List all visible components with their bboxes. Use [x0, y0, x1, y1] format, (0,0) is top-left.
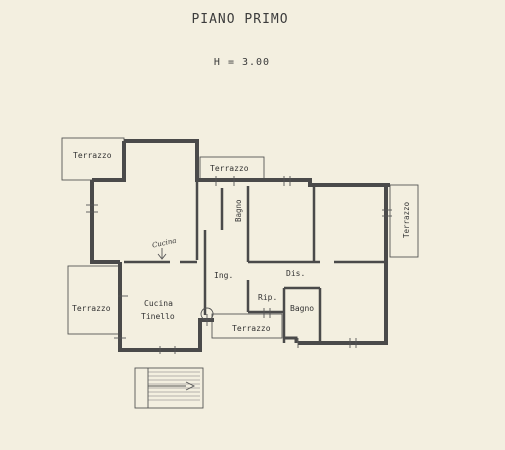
room-label-disimpegno: Dis. [286, 269, 305, 278]
interior-walls [124, 180, 386, 343]
room-label-bagno-upper: Bagno [234, 199, 243, 222]
handwritten-note: Cucina [151, 237, 177, 250]
room-label-terrazzo-west: Terrazzo [72, 304, 111, 313]
room-label-ripostiglio: Rip. [258, 293, 277, 302]
room-label-ingresso: Ing. [214, 271, 233, 280]
terrace-west: Terrazzo [67, 265, 121, 335]
room-label-terrazzo-east: Terrazzo [402, 201, 411, 238]
terrace-top: Terrazzo [199, 156, 265, 182]
room-label-terrazzo-nw: Terrazzo [73, 151, 112, 160]
height-note: H = 3.00 [214, 57, 270, 68]
handwritten-annotation: Cucina [151, 237, 177, 260]
room-label-tinello: Tinello [141, 312, 175, 321]
room-label-terrazzo-top: Terrazzo [210, 164, 249, 173]
room-label-cucina: Cucina [144, 299, 173, 308]
room-label-terrazzo-south: Terrazzo [232, 324, 271, 333]
terrace-south: Terrazzo [211, 313, 283, 339]
staircase [134, 367, 204, 409]
terrace-east: Terrazzo [389, 184, 419, 258]
room-label-bagno-lower: Bagno [290, 304, 314, 313]
door-window-marks [86, 176, 392, 354]
plan-title: PIANO PRIMO [191, 12, 288, 27]
terrace-northwest: Terrazzo [61, 137, 125, 181]
